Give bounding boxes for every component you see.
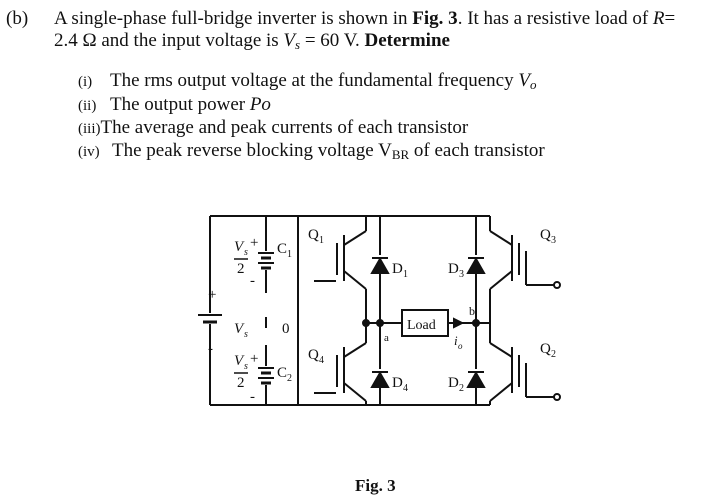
vs-label: V: [234, 321, 245, 337]
diode-d3: [466, 216, 486, 323]
vs-battery: [198, 299, 222, 339]
d1-label: D: [392, 261, 403, 277]
question-text: =: [664, 8, 676, 29]
part-symbol: V: [378, 140, 392, 161]
vs-half-top-subscript: s: [244, 247, 248, 258]
vs-minus-sign: -: [208, 341, 213, 357]
minus-sign: -: [250, 389, 255, 405]
part-text: The rms output voltage at the fundamenta…: [110, 70, 519, 91]
part-iv: (iv) The peak reverse blocking voltage VB…: [78, 140, 545, 163]
diode-d4: [370, 335, 390, 405]
part-text: The average and peak currents of each tr…: [100, 117, 469, 138]
c2-label: C: [277, 365, 287, 381]
current-arrow: [453, 317, 465, 329]
plus-sign: +: [250, 351, 258, 367]
part-number: (iv): [78, 144, 100, 160]
q3-label: Q: [540, 227, 551, 243]
part-iii: (iii)The average and peak currents of ea…: [78, 117, 468, 139]
c2-subscript: 2: [287, 373, 292, 384]
part-text: The peak reverse blocking voltage: [112, 140, 379, 161]
transistor-q1: [314, 216, 367, 313]
node-a-label: a: [384, 332, 389, 344]
question-text: . It has a resistive load of: [457, 8, 653, 29]
lower-source-battery: [258, 367, 274, 385]
resistance-symbol: R: [652, 8, 665, 29]
part-text: The output power: [110, 94, 250, 115]
vs-half-bot-numerator: V: [234, 353, 245, 369]
figure-caption: Fig. 3: [355, 476, 396, 495]
zero-node-label: 0: [282, 321, 290, 337]
voltage-subscript: s: [295, 37, 301, 52]
part-number: (i): [78, 74, 93, 90]
part-number: (iii): [78, 121, 101, 137]
part-symbol: Po: [249, 94, 271, 115]
q1-label: Q: [308, 227, 319, 243]
part-subscript: BR: [391, 147, 410, 162]
d1-subscript: 1: [403, 269, 408, 280]
d4-subscript: 4: [403, 383, 408, 394]
d4-label: D: [392, 375, 403, 391]
vs-half-top-denominator: 2: [237, 261, 245, 277]
part-text: of each transistor: [409, 140, 545, 161]
d2-label: D: [448, 375, 459, 391]
voltage-symbol: V: [283, 30, 296, 51]
minus-sign: -: [250, 273, 255, 289]
transistor-q4: [314, 335, 367, 405]
d3-label: D: [448, 261, 459, 277]
question-label: (b): [6, 8, 29, 29]
d2-subscript: 2: [459, 383, 464, 394]
question-line-1: A single-phase full-bridge inverter is s…: [54, 8, 675, 30]
vs-half-bot-subscript: s: [244, 361, 248, 372]
vs-half-top-numerator: V: [234, 239, 245, 255]
upper-source-battery: [258, 252, 274, 270]
diode-d2: [466, 323, 486, 405]
c1-label: C: [277, 241, 287, 257]
transistor-q3: [489, 230, 561, 290]
vs-plus-sign: +: [208, 287, 216, 303]
question-text: = 60 V.: [300, 30, 365, 51]
q2-label: Q: [540, 341, 551, 357]
figure-reference: Fig. 3: [412, 8, 458, 29]
question-line-2: 2.4 Ω and the input voltage is Vs = 60 V…: [54, 30, 450, 53]
diode-d1: [370, 216, 390, 313]
plus-sign: +: [250, 235, 258, 251]
io-label: i: [454, 333, 458, 348]
q4-subscript: 4: [319, 355, 324, 366]
part-subscript: o: [529, 77, 537, 92]
transistor-q2: [489, 342, 561, 402]
load-label: Load: [407, 318, 436, 333]
c1-subscript: 1: [287, 249, 292, 260]
q3-subscript: 3: [551, 235, 556, 246]
part-i: (i) The rms output voltage at the fundame…: [78, 70, 536, 93]
part-symbol: V: [518, 70, 530, 91]
q4-label: Q: [308, 347, 319, 363]
vs-subscript: s: [244, 329, 248, 340]
part-ii: (ii) The output power Po: [78, 94, 271, 116]
q2-subscript: 2: [551, 349, 556, 360]
determine-keyword: Determine: [364, 30, 450, 51]
io-subscript: o: [458, 341, 463, 351]
d3-subscript: 3: [459, 269, 464, 280]
question-text: A single-phase full-bridge inverter is s…: [54, 8, 413, 29]
q1-subscript: 1: [319, 235, 324, 246]
node-b-label: b: [469, 304, 475, 318]
node-a-dot: [362, 319, 370, 327]
question-text: 2.4 Ω and the input voltage is: [54, 30, 284, 51]
vs-half-bot-denominator: 2: [237, 375, 245, 391]
full-bridge-inverter-circuit: V s 2 + - + V s - 0 V s 2 + - C 1 C 2 Q …: [198, 215, 561, 406]
part-number: (ii): [78, 98, 97, 114]
